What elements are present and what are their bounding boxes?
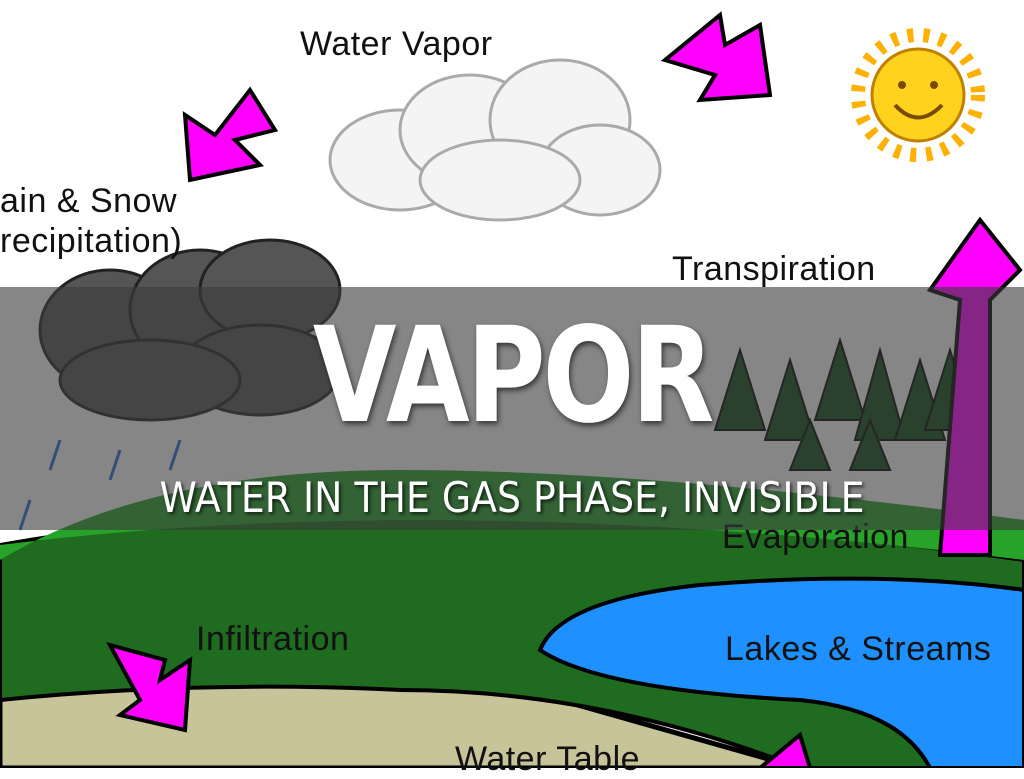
- slide-subtitle: WATER IN THE GAS PHASE, INVISIBLE: [159, 473, 865, 522]
- white-clouds: [328, 58, 662, 222]
- label-infiltration: Infiltration: [196, 620, 350, 658]
- label-precipitation: recipitation): [0, 222, 183, 260]
- arrow-infiltration-icon: [105, 641, 193, 733]
- label-lakes-streams: Lakes & Streams: [725, 630, 992, 668]
- label-rain-snow: ain & Snow: [0, 182, 177, 220]
- label-water-vapor: Water Vapor: [300, 25, 493, 63]
- label-transpiration: Transpiration: [672, 250, 876, 288]
- arrow-water-table-icon: [756, 731, 813, 768]
- label-water-table: Water Table: [455, 740, 641, 778]
- arrow-vapor-icon: [660, 11, 773, 103]
- arrow-precipitation-icon: [182, 86, 279, 183]
- slide-title: VAPOR: [312, 299, 715, 453]
- sun-icon: [851, 28, 985, 162]
- title-overlay-band: [0, 287, 1024, 530]
